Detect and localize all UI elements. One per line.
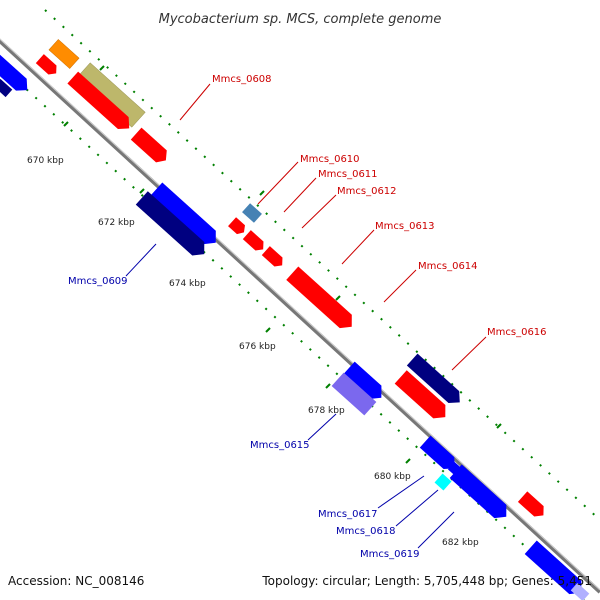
gene-label-mmcs-0609[interactable]: Mmcs_0609 [68,276,128,287]
gene-mmcs-0612[interactable] [242,230,267,254]
gene-label-mmcs-0608[interactable]: Mmcs_0608 [212,74,272,85]
gene-mmcs-0614[interactable] [286,266,357,334]
leader-mmcs-0617 [377,475,425,509]
tick-mark [99,65,105,71]
leader-mmcs-0614 [383,269,417,303]
gene-label-mmcs-0611[interactable]: Mmcs_0611 [318,169,378,180]
ruler-label: 678 kbp [308,406,345,416]
gene-reverse[interactable] [0,43,33,96]
gene-forward[interactable] [517,491,548,520]
tick-mark [139,188,145,194]
leader-mmcs-0618 [395,489,439,527]
leader-mmcs-0612 [301,194,337,229]
gene-label-mmcs-0615[interactable]: Mmcs_0615 [250,440,310,451]
gene-mmcs-0619[interactable] [449,464,513,524]
leader-mmcs-0608 [179,83,211,121]
map-title: Mycobacterium sp. MCS, complete genome [159,12,442,27]
ruler-label: 672 kbp [98,218,135,228]
gene-label-mmcs-0613[interactable]: Mmcs_0613 [375,221,435,232]
gene-light-blue[interactable] [570,582,590,600]
ruler-label: 680 kbp [374,472,411,482]
genome-backbone-highlight [0,38,600,591]
ruler-label: 670 kbp [27,156,64,166]
gene-mmcs-0608[interactable] [67,71,134,135]
summary-text: Topology: circular; Length: 5,705,448 bp… [261,574,592,588]
gene-mmcs-0611[interactable] [228,217,248,237]
gene-navy[interactable] [135,191,210,261]
forward-genes [35,39,548,520]
gene-orange[interactable] [48,39,80,69]
tick-mark [63,121,69,127]
gene-slate[interactable] [331,372,377,416]
leader-mmcs-0613 [341,229,375,265]
leader-mmcs-0619 [417,511,455,549]
tick-mark [405,458,411,464]
gene-forward[interactable] [130,127,171,167]
gene-mmcs-0610[interactable] [242,203,262,223]
reverse-gene-labels: Mmcs_0609 Mmcs_0615 Mmcs_0617 Mmcs_0618 … [68,276,420,560]
gene-navy[interactable] [406,353,465,409]
gene-label-mmcs-0612[interactable]: Mmcs_0612 [337,186,397,197]
tick-mark [265,327,271,333]
gene-reverse[interactable] [524,540,588,600]
gene-mmcs-0617[interactable] [419,435,460,475]
ruler-label: 682 kbp [442,538,479,548]
gene-label-mmcs-0618[interactable]: Mmcs_0618 [336,526,396,537]
gene-label-mmcs-0619[interactable]: Mmcs_0619 [360,549,420,560]
leader-mmcs-0609 [125,243,157,277]
gene-mmcs-0616[interactable] [394,370,452,424]
gene-mmcs-0615[interactable] [342,361,388,405]
gene-mmcs-0618[interactable] [434,473,452,491]
reverse-genes [0,43,590,600]
leader-lines [125,83,487,549]
gene-mmcs-0609[interactable] [150,182,221,250]
gene-label-mmcs-0614[interactable]: Mmcs_0614 [418,261,478,272]
ruler-labels: 670 kbp 672 kbp 674 kbp 676 kbp 678 kbp … [27,156,479,548]
tick-mark [496,423,502,429]
ruler-label: 676 kbp [239,342,276,352]
leader-mmcs-0611 [283,177,317,213]
tick-mark [335,295,341,301]
tick-mark [325,383,331,389]
leader-mmcs-0610 [257,161,299,205]
gene-navy[interactable] [0,78,13,98]
leader-mmcs-0615 [307,413,337,441]
gene-label-mmcs-0617[interactable]: Mmcs_0617 [318,509,378,520]
ruler-label: 674 kbp [169,279,206,289]
accession-text: Accession: NC_008146 [8,574,144,588]
gene-label-mmcs-0610[interactable]: Mmcs_0610 [300,154,360,165]
gc-dot-track-outer [44,9,600,521]
gene-label-mmcs-0616[interactable]: Mmcs_0616 [487,327,547,338]
forward-gene-labels: Mmcs_0608 Mmcs_0610 Mmcs_0611 Mmcs_0612 … [212,74,547,338]
gene-mmcs-0613[interactable] [261,246,286,270]
tick-mark [259,190,265,196]
leader-mmcs-0616 [451,336,487,371]
gene-forward[interactable] [35,54,60,78]
